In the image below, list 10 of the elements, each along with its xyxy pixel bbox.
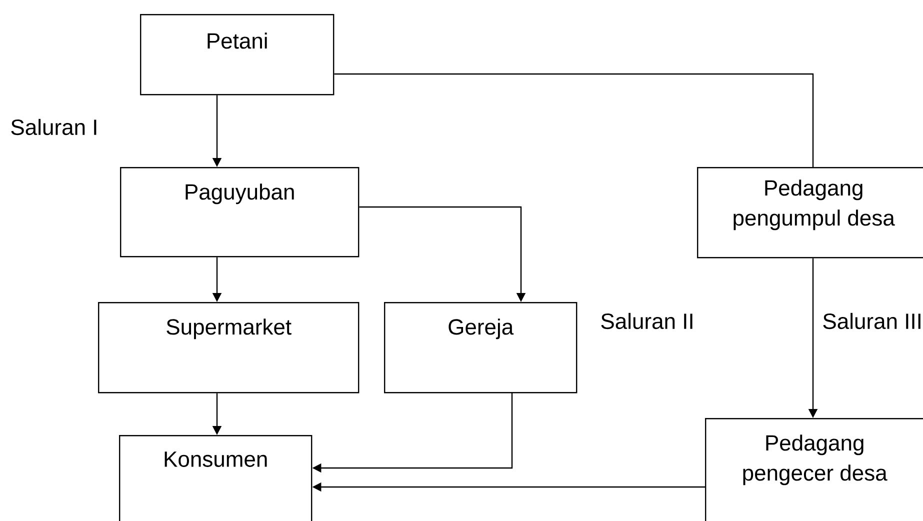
channel-label: Saluran I <box>11 118 96 136</box>
process-box: Paguyuban <box>120 167 360 258</box>
process-box: Pedagang pengecer desa <box>705 418 923 521</box>
process-box: Konsumen <box>119 434 312 521</box>
process-box: Supermarket <box>98 302 360 394</box>
process-box: Gereja <box>384 302 578 394</box>
channel-label: Saluran III <box>823 312 920 330</box>
process-box: Petani <box>140 14 334 96</box>
channel-label: Saluran II <box>601 312 692 330</box>
process-box: Pedagang pengumpul desa <box>697 167 923 258</box>
